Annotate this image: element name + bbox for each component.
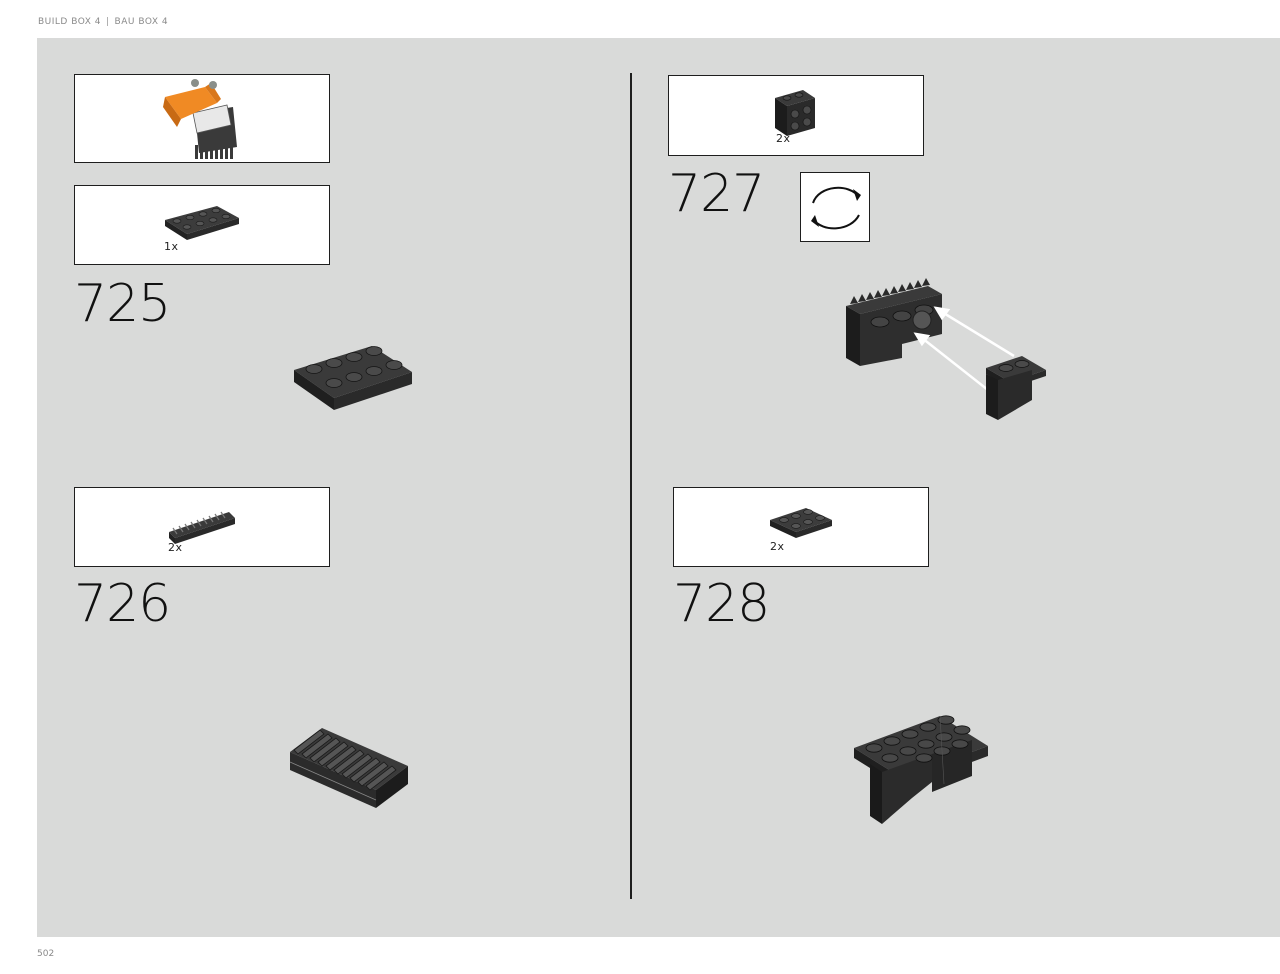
step-725-model-image (294, 346, 412, 410)
column-divider (630, 73, 632, 899)
page-number: 502 (37, 949, 55, 959)
parts-list-728: 2x (673, 487, 929, 567)
step-728-model-image (854, 715, 988, 824)
tile-grille-part-icon (169, 511, 235, 544)
parts-quantity: 1x (164, 240, 179, 253)
rotate-model-indicator (800, 172, 870, 242)
step-number-728: 728 (673, 574, 770, 634)
parts-quantity: 2x (770, 540, 785, 553)
header-right-label: BAU BOX 4 (114, 17, 169, 27)
step-727-model-image (846, 278, 1046, 420)
parts-quantity: 2x (168, 541, 183, 554)
step-number-725: 725 (74, 274, 171, 334)
header-left-label: BUILD BOX 4 (38, 17, 101, 27)
parts-list-727: 2x (668, 75, 924, 156)
bracket-part-icon (775, 90, 815, 136)
plate-2x4-part-icon (165, 206, 239, 240)
step-number-726: 726 (74, 574, 171, 634)
header-separator: | (106, 17, 110, 27)
step-number-727: 727 (668, 164, 765, 224)
parts-list-726: 2x (74, 487, 330, 567)
parts-list-725: 1x (74, 185, 330, 265)
submodel-callout (74, 74, 330, 163)
step-726-model-image (289, 728, 408, 808)
parts-quantity: 2x (776, 132, 791, 145)
page-header: BUILD BOX 4 | BAU BOX 4 (38, 17, 168, 27)
rotate-arrows-icon (811, 186, 861, 230)
plate-2x3-part-icon (770, 508, 832, 538)
submodel-image (163, 79, 237, 159)
